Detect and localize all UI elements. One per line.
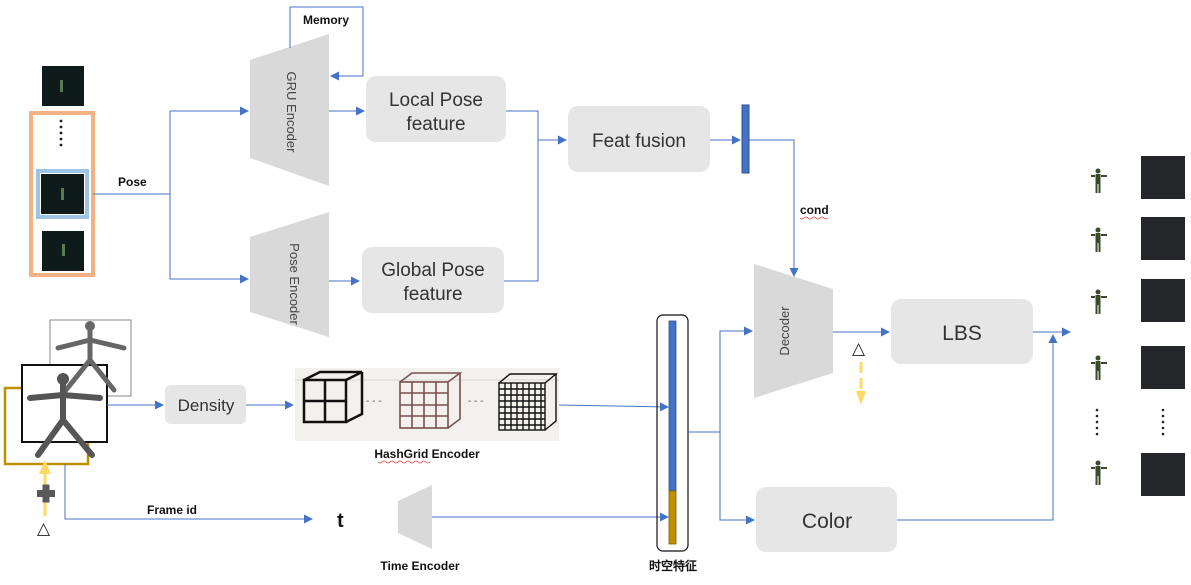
mesh-head-front bbox=[57, 373, 69, 385]
global-pose-feature-line1: Global Pose bbox=[381, 260, 485, 281]
lbs-label: LBS bbox=[942, 322, 982, 345]
fused-feature-vector bbox=[741, 104, 750, 174]
cond-label: cond bbox=[800, 203, 829, 217]
mesh-head-back bbox=[85, 321, 95, 331]
output-figure-ellipsis bbox=[1095, 408, 1099, 436]
delta-dashed-down-arrow bbox=[856, 362, 866, 405]
output-figures bbox=[1091, 168, 1107, 485]
spatial-feature-segment bbox=[668, 320, 677, 492]
spatiotemporal-feature-frame bbox=[656, 314, 689, 552]
gru-encoder-shape bbox=[250, 34, 329, 186]
output-dark-frames bbox=[1141, 156, 1185, 496]
density-box bbox=[165, 385, 246, 424]
t-label: t bbox=[337, 510, 344, 532]
canonical-mesh-input bbox=[3, 319, 132, 466]
output-renders bbox=[1091, 156, 1185, 496]
frame-id-arrow bbox=[64, 464, 313, 524]
pose-branch-arrows bbox=[93, 106, 249, 284]
local-pose-feature-line2: feature bbox=[406, 114, 465, 135]
tiny-figures bbox=[60, 80, 65, 256]
hashgrid-spell-underline bbox=[377, 460, 431, 464]
pose-encoder-label: Pose Encoder bbox=[287, 243, 302, 325]
features-to-fusion-arrows bbox=[504, 110, 567, 282]
global-pose-feature-box bbox=[362, 247, 504, 313]
pose-sequence-input bbox=[29, 66, 95, 277]
gru-encoder-label: GRU Encoder bbox=[284, 72, 299, 154]
svg-text:- - -: - - - bbox=[468, 396, 484, 407]
current-pose-frame-highlight bbox=[36, 169, 89, 219]
local-pose-feature-box bbox=[366, 76, 506, 142]
time-encoder-shape bbox=[398, 485, 432, 549]
pose-label: Pose bbox=[118, 175, 147, 189]
time-encoder-label: Time Encoder bbox=[380, 559, 459, 573]
density-label: Density bbox=[178, 396, 235, 415]
local-pose-feature-line1: Local Pose bbox=[389, 90, 483, 111]
mesh-figure-back bbox=[55, 327, 127, 393]
feat-fusion-box bbox=[568, 106, 710, 172]
decoder-shape bbox=[754, 264, 833, 398]
output-frame-ellipsis bbox=[1161, 408, 1165, 436]
hashgrid-encoder-image: - - - - - - bbox=[295, 368, 559, 441]
decoder-label: Decoder bbox=[777, 306, 792, 356]
delta-symbol-input: △ bbox=[37, 519, 51, 539]
memory-loop-arrow bbox=[289, 6, 364, 81]
spatiotemporal-feature-label: 时空特征 bbox=[649, 558, 697, 573]
mesh-figure-front bbox=[27, 382, 103, 458]
feature-branch-arrows bbox=[688, 326, 755, 525]
hashgrid-encoder-label: HashGrid Encoder bbox=[374, 447, 480, 461]
color-to-lbs-output-arrow bbox=[897, 334, 1058, 521]
feat-fusion-label: Feat fusion bbox=[592, 131, 686, 152]
delta-symbol-decoder: △ bbox=[852, 339, 866, 359]
color-label: Color bbox=[802, 510, 852, 533]
ellipsis-dots-vertical bbox=[59, 119, 63, 147]
lbs-box bbox=[891, 299, 1033, 364]
plus-icon bbox=[37, 484, 55, 503]
frame-id-label: Frame id bbox=[147, 503, 197, 517]
cond-arrow bbox=[749, 139, 799, 277]
cond-spell-underline bbox=[799, 216, 829, 220]
pose-encoder-shape bbox=[250, 212, 329, 337]
global-pose-feature-line2: feature bbox=[403, 284, 462, 305]
hashgrid-to-feature-arrow bbox=[558, 402, 669, 412]
color-box bbox=[756, 487, 897, 552]
svg-text:- - -: - - - bbox=[366, 396, 382, 407]
memory-label: Memory bbox=[303, 13, 349, 27]
temporal-feature-segment bbox=[668, 490, 677, 545]
